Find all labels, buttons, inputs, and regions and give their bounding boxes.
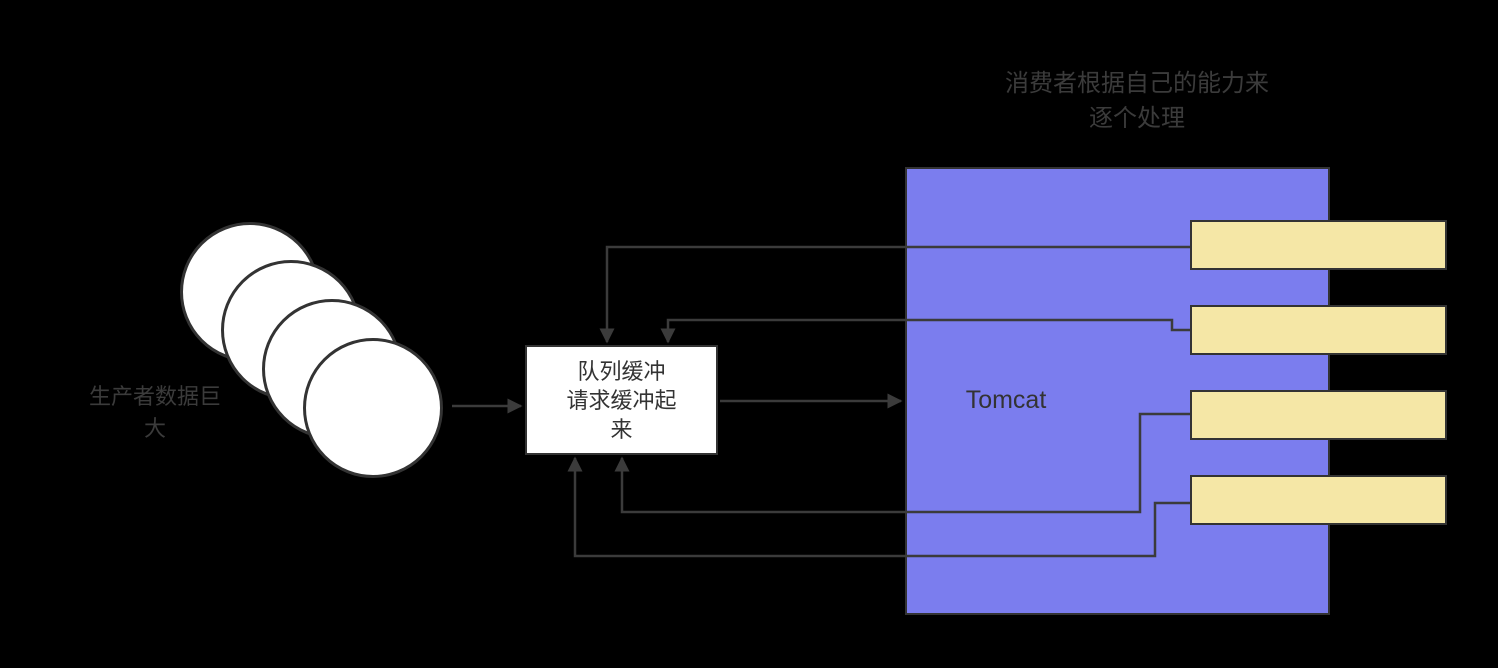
- thread-box-3: [1190, 390, 1447, 440]
- consumer-title-label: 消费者根据自己的能力来 逐个处理: [1005, 70, 1269, 132]
- thread-box-4: [1190, 475, 1447, 525]
- producer-label: 生产者数据巨 大: [88, 384, 221, 441]
- producer-circle-4: [303, 338, 443, 478]
- thread-box-1: [1190, 220, 1447, 270]
- thread-box-2: [1190, 305, 1447, 355]
- queue-box: 队列缓冲 请求缓冲起 来: [525, 345, 718, 455]
- tomcat-label: Tomcat: [965, 386, 1047, 414]
